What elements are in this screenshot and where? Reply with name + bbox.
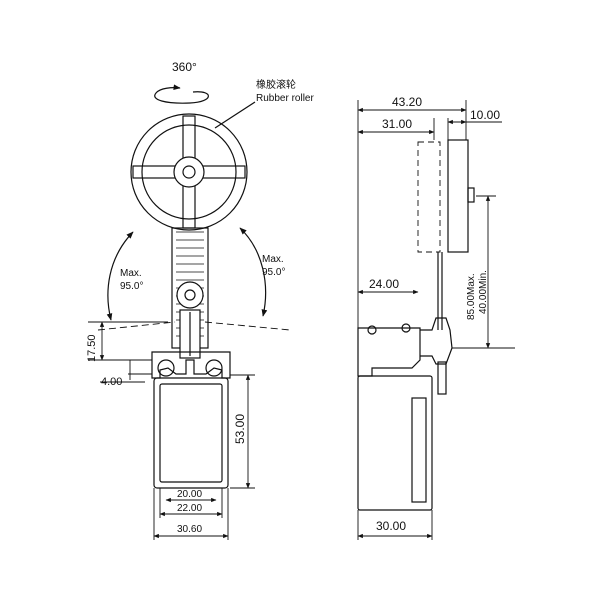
roller-side-hidden (417, 141, 441, 253)
dim-label-20-00: 20.00 (177, 489, 202, 500)
dim-label-30-60: 30.60 (177, 524, 202, 535)
swing-reference-line (97, 321, 291, 331)
dim-travel (452, 195, 515, 349)
swing-arc-right (239, 227, 268, 317)
dim-label-30-00: 30.00 (376, 519, 406, 533)
dim-53-00 (230, 374, 255, 489)
rotation-arrow-icon (154, 84, 209, 104)
roller-label-cn: 橡胶滚轮 (256, 78, 296, 91)
dim-bottom-front (153, 488, 229, 540)
angle-left-value: 95.0° (120, 281, 143, 292)
angle-left-max: Max. (120, 268, 142, 279)
dim-label-53-00: 53.00 (233, 414, 247, 444)
dim-label-17-50: 17.50 (86, 334, 98, 362)
roller-side (447, 139, 469, 253)
swing-arc-left (106, 231, 134, 321)
dim-label-10-00: 10.00 (470, 108, 500, 122)
dim-17-50 (88, 321, 168, 361)
lever-arm (171, 227, 209, 359)
travel-max-label: 85.00Max. (466, 273, 477, 320)
angle-right-max: Max. (262, 254, 284, 265)
rotation-label: 360° (172, 60, 197, 74)
roller-label-en: Rubber roller (256, 93, 314, 104)
switch-body-side (357, 375, 433, 511)
dim-label-31-00: 31.00 (382, 117, 412, 131)
switch-body-front (153, 377, 229, 489)
travel-min-label: 40.00Min. (478, 270, 489, 314)
dim-label-24-00: 24.00 (369, 277, 399, 291)
dim-label-43-20: 43.20 (392, 95, 422, 109)
dim-30-00 (357, 510, 433, 540)
dim-4-00 (100, 360, 152, 383)
angle-right-value: 95.0° (262, 267, 285, 278)
front-view (88, 84, 291, 540)
dim-label-4-00: 4.00 (101, 376, 122, 388)
dim-label-22-00: 22.00 (177, 503, 202, 514)
side-view (357, 100, 515, 540)
rubber-roller (130, 113, 248, 231)
